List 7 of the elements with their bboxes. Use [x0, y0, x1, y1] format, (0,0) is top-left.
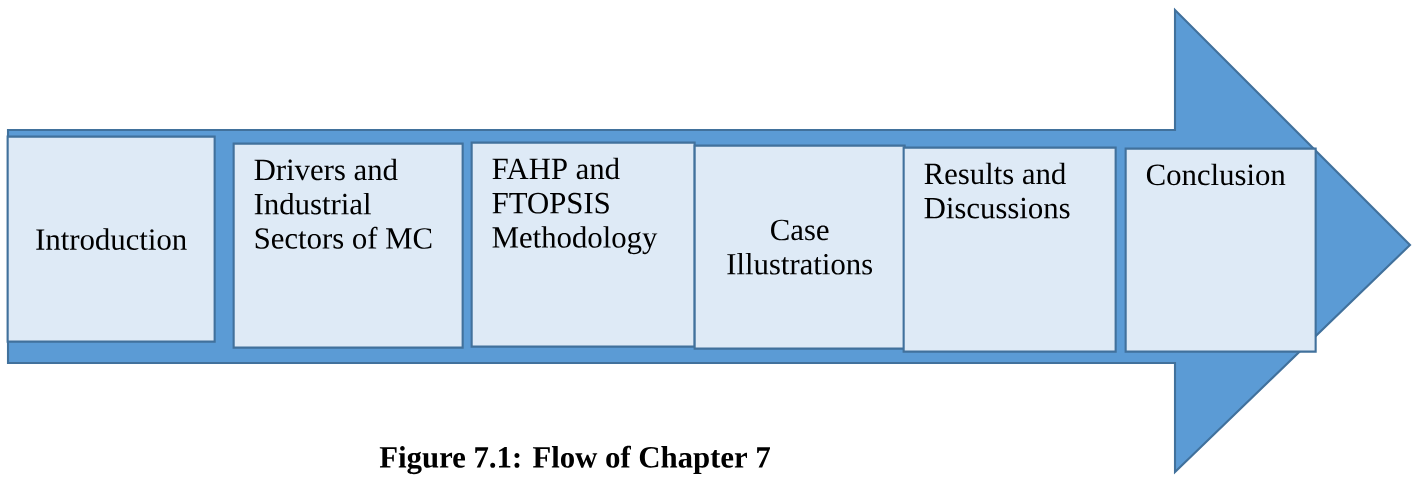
section-box: FAHP and FTOPSIS Methodology [470, 141, 696, 348]
section-box: Introduction [6, 135, 216, 343]
section-box: Conclusion [1124, 147, 1317, 353]
section-box: Results and Discussions [902, 146, 1117, 353]
figure-caption: Figure 7.1: Flow of Chapter 7 [379, 445, 770, 475]
section-box: Case Illustrations [693, 144, 906, 350]
section-box: Drivers and Industrial Sectors of MC [232, 142, 464, 349]
